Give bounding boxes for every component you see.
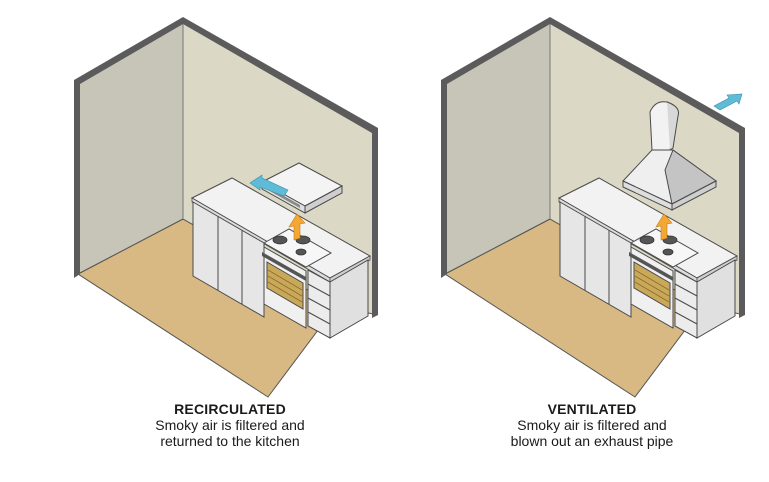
- panel-recirculated: [73, 16, 379, 398]
- caption-recirculated: RECIRCULATED Smoky air is filtered and r…: [110, 401, 350, 449]
- chimney-range-hood: [622, 101, 717, 211]
- caption-ventilated: VENTILATED Smoky air is filtered and blo…: [472, 401, 712, 449]
- smoke-up-arrow-icon: [288, 213, 306, 241]
- caption-line-2: returned to the kitchen: [160, 433, 300, 449]
- caption-title: VENTILATED: [547, 401, 637, 417]
- exhaust-arrow-icon: [713, 93, 743, 111]
- panel-ventilated: [440, 16, 746, 398]
- smoke-up-arrow-icon: [655, 213, 673, 241]
- caption-line-1: Smoky air is filtered and: [517, 417, 667, 433]
- air-return-arrow-icon: [249, 174, 289, 197]
- caption-line-1: Smoky air is filtered and: [155, 417, 305, 433]
- caption-line-2: blown out an exhaust pipe: [510, 433, 674, 449]
- caption-title: RECIRCULATED: [174, 401, 286, 417]
